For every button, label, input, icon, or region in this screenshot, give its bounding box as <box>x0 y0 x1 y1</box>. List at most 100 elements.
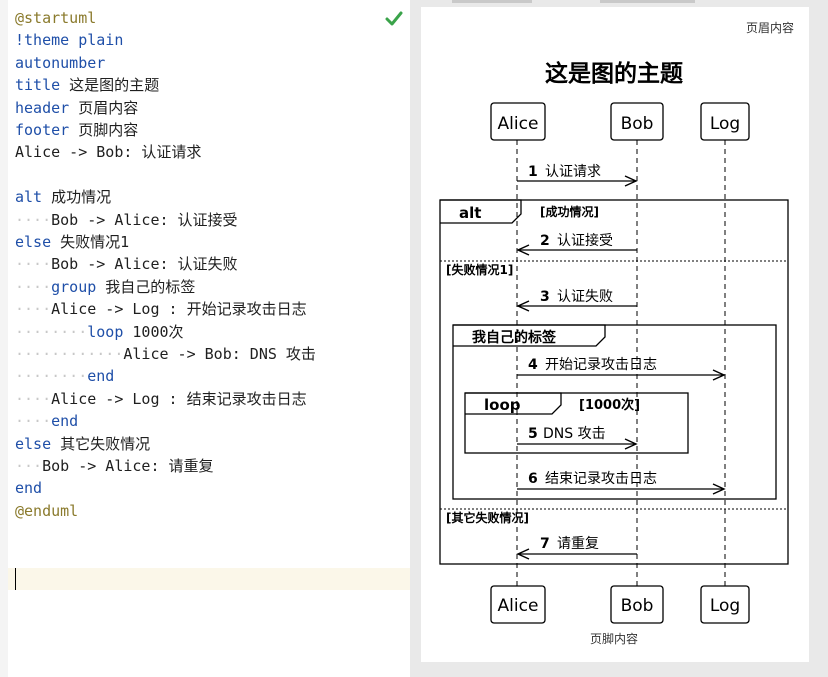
loop-guard: [1000次] <box>579 397 640 413</box>
svg-text:3: 3 <box>540 289 550 305</box>
code-token: group <box>51 277 97 296</box>
code-token: alt <box>15 188 43 207</box>
svg-text:2: 2 <box>540 233 550 249</box>
code-token: @enduml <box>15 501 79 520</box>
else-guard-1: [失败情况1] <box>446 262 513 277</box>
code-token: footer <box>15 121 70 139</box>
preview-tab[interactable] <box>600 0 695 3</box>
editor-gutter <box>0 0 8 677</box>
code-line[interactable]: ···Bob -> Alice: 请重复 <box>15 455 214 477</box>
code-line[interactable]: Alice -> Bob: 认证请求 <box>15 141 201 163</box>
code-token: 我自己的标签 <box>96 277 196 296</box>
code-editor[interactable]: @startuml !theme plain autonumber title 这是图… <box>0 0 410 677</box>
code-line[interactable]: else 失败情况1 <box>15 231 129 253</box>
code-line[interactable]: ····Alice -> Log : 结束记录攻击日志 <box>15 388 307 410</box>
code-token: else <box>15 434 52 453</box>
whitespace-marker: ··· <box>15 457 43 475</box>
alt-label: alt <box>459 204 481 222</box>
code-token: 页脚内容 <box>69 121 139 139</box>
code-line[interactable]: @startuml <box>15 7 96 29</box>
loop-fragment: loop [1000次] <box>464 392 689 454</box>
code-line[interactable]: !theme plain <box>15 29 123 51</box>
whitespace-marker: ············ <box>15 345 124 363</box>
code-line[interactable]: header 页眉内容 <box>15 97 138 119</box>
message-6: 6 结束记录攻击日志 <box>517 471 726 495</box>
code-line[interactable]: alt 成功情况 <box>15 186 111 208</box>
code-line[interactable]: title 这是图的主题 <box>15 74 159 96</box>
svg-text:结束记录攻击日志: 结束记录攻击日志 <box>545 471 657 487</box>
code-line[interactable]: else 其它失败情况 <box>15 433 150 455</box>
diagram-header: 页眉内容 <box>746 20 794 35</box>
loop-label: loop <box>484 396 521 414</box>
code-token: 其它失败情况 <box>51 434 151 453</box>
whitespace-marker: ···· <box>15 300 52 319</box>
text-caret <box>15 568 16 590</box>
code-token: @startuml <box>15 9 97 27</box>
code-token: Alice -> Log : 开始记录攻击日志 <box>51 300 307 319</box>
participant-bob-bottom: Bob <box>610 585 664 624</box>
whitespace-marker: ···· <box>15 277 52 296</box>
checkmark-icon <box>385 11 403 26</box>
message-2: 2 认证接受 <box>516 232 637 256</box>
code-token: 页眉内容 <box>69 98 139 117</box>
code-line[interactable]: ············Alice -> Bob: DNS 攻击 <box>15 343 316 365</box>
code-token: Bob -> Alice: 认证接受 <box>51 210 238 229</box>
code-token: end <box>51 412 79 431</box>
code-line[interactable]: end <box>15 477 42 499</box>
code-token: autonumber <box>15 53 106 72</box>
code-line[interactable]: autonumber <box>15 52 105 74</box>
code-token: header <box>15 98 70 117</box>
svg-text:6: 6 <box>528 471 538 487</box>
code-token: 成功情况 <box>42 188 112 207</box>
participant-alice-bottom: Alice <box>490 585 546 624</box>
code-line[interactable]: ····Bob -> Alice: 认证接受 <box>15 209 238 231</box>
code-token: Bob -> Alice: 认证失败 <box>51 255 238 274</box>
whitespace-marker: ···· <box>15 210 52 229</box>
message-3: 3 认证失败 <box>516 289 637 312</box>
svg-text:Log: Log <box>710 596 740 616</box>
whitespace-marker: ···· <box>15 412 52 431</box>
code-token: loop <box>87 322 124 341</box>
message-1: 1 认证请求 <box>517 164 638 187</box>
participant-bob-top: Bob <box>610 102 664 141</box>
else-guard-2: [其它失败情况] <box>446 510 529 525</box>
svg-text:1: 1 <box>528 164 538 180</box>
alt-fragment: alt [成功情况] [失败情况1] [其它失败情况] <box>439 199 789 565</box>
code-line[interactable]: ········end <box>15 365 114 387</box>
svg-text:Log: Log <box>710 114 740 134</box>
code-line[interactable]: ····Bob -> Alice: 认证失败 <box>15 253 238 275</box>
code-token: title <box>15 76 61 95</box>
svg-text:认证请求: 认证请求 <box>545 164 601 180</box>
participant-log-bottom: Log <box>700 585 750 624</box>
code-line[interactable]: @enduml <box>15 500 78 522</box>
diagram-footer: 页脚内容 <box>590 631 638 646</box>
svg-text:开始记录攻击日志: 开始记录攻击日志 <box>545 357 657 373</box>
code-line[interactable]: ····Alice -> Log : 开始记录攻击日志 <box>15 298 307 320</box>
svg-text:4: 4 <box>528 357 538 373</box>
message-4: 4 开始记录攻击日志 <box>517 357 726 381</box>
code-token: end <box>15 479 43 498</box>
code-line[interactable]: ····end <box>15 410 78 432</box>
code-line[interactable]: footer 页脚内容 <box>15 119 138 141</box>
diagram-page: 页眉内容 这是图的主题 页脚内容 Alice Bob Log Alice Bob <box>421 7 809 662</box>
svg-text:Alice: Alice <box>498 596 539 616</box>
group-label: 我自己的标签 <box>472 329 557 346</box>
message-5: 5 DNS 攻击 <box>517 426 638 450</box>
svg-text:Bob: Bob <box>621 596 654 616</box>
whitespace-marker: ···· <box>15 389 52 408</box>
preview-tab[interactable] <box>452 0 532 3</box>
group-fragment: 我自己的标签 <box>452 324 777 500</box>
code-token: 1000次 <box>123 322 184 341</box>
svg-text:请重复: 请重复 <box>557 535 599 552</box>
participant-alice-top: Alice <box>490 102 546 141</box>
diagram-title: 这是图的主题 <box>545 60 683 87</box>
participant-log-top: Log <box>700 102 750 141</box>
code-line[interactable]: ····group 我自己的标签 <box>15 276 195 298</box>
svg-text:DNS 攻击: DNS 攻击 <box>543 426 606 442</box>
code-token: Alice -> Log : 结束记录攻击日志 <box>51 389 307 408</box>
whitespace-marker: ···· <box>15 255 52 274</box>
svg-text:Bob: Bob <box>621 114 654 134</box>
code-token: Alice -> Bob: DNS 攻击 <box>123 345 316 363</box>
code-line[interactable]: ········loop 1000次 <box>15 321 184 343</box>
whitespace-marker: ········ <box>15 322 88 341</box>
